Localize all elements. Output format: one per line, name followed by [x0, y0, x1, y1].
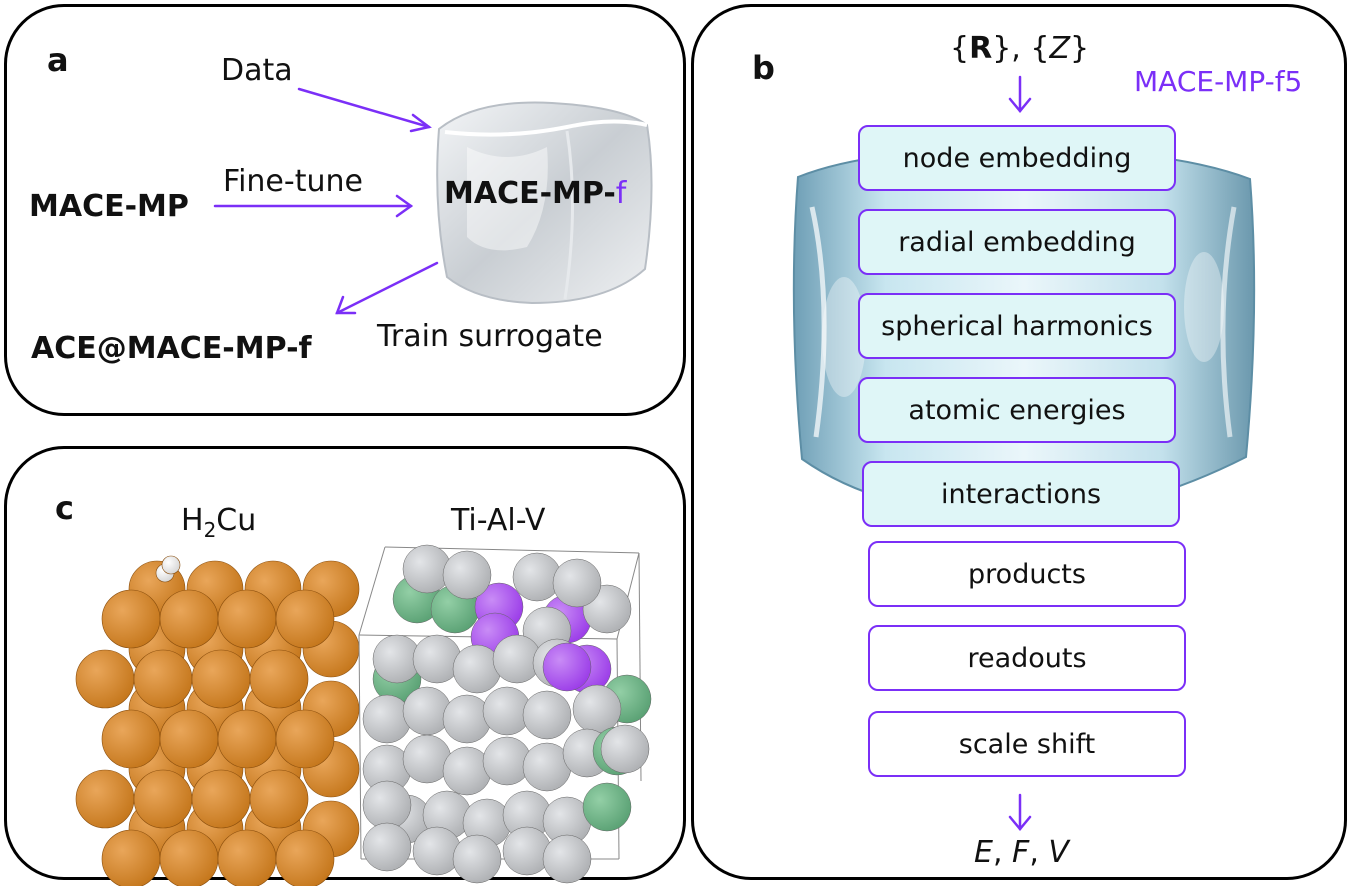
- target-model-label: MACE-MP-f: [444, 176, 626, 211]
- species-symbol: Z: [1049, 31, 1071, 66]
- al-atom: [552, 558, 602, 608]
- model-block-6: readouts: [868, 625, 1186, 691]
- system1-rest: Cu: [216, 503, 257, 538]
- panel-label-c: c: [55, 489, 74, 527]
- model-block-5: products: [868, 541, 1186, 607]
- model-block-2: spherical harmonics: [858, 293, 1176, 359]
- al-atom: [542, 834, 592, 884]
- model-block-label: interactions: [940, 478, 1102, 510]
- surrogate-label: Train surrogate: [377, 319, 603, 354]
- al-atom: [600, 724, 650, 774]
- forces-symbol: F: [1012, 835, 1030, 870]
- al-atom: [402, 686, 452, 736]
- model-block-4: interactions: [862, 461, 1180, 527]
- tialv-structure: [358, 544, 652, 884]
- model-block-1: radial embedding: [858, 209, 1176, 275]
- panel-b: b {R}, {Z} MACE-MP-f5 node embedding radi…: [691, 4, 1347, 880]
- system1-label: H2Cu: [181, 503, 256, 542]
- al-atom: [572, 684, 622, 734]
- model-block-label: readouts: [967, 642, 1087, 674]
- al-atom: [362, 694, 412, 744]
- model-block-label: radial embedding: [898, 226, 1136, 258]
- system1-h: H: [181, 503, 204, 538]
- cu-atom: [249, 649, 309, 709]
- data-label: Data: [221, 53, 293, 88]
- energy-symbol: E: [974, 835, 993, 870]
- ti-atom: [582, 782, 632, 832]
- h-atom: [161, 555, 181, 575]
- positions-symbol: R: [969, 31, 993, 66]
- system1-subscript: 2: [203, 518, 217, 542]
- ice-cube-icon: [436, 101, 653, 305]
- model-block-label: spherical harmonics: [881, 310, 1153, 342]
- virial-symbol: V: [1048, 835, 1069, 870]
- model-block-7: scale shift: [868, 711, 1186, 777]
- cu-atom: [275, 829, 335, 886]
- model-inputs: {R}, {Z}: [950, 31, 1089, 66]
- model-block-0: node embedding: [858, 125, 1176, 191]
- model-block-stack: node embedding radial embedding spherical …: [858, 7, 1188, 883]
- model-block-3: atomic energies: [858, 377, 1176, 443]
- al-atom: [522, 690, 572, 740]
- al-atom: [362, 822, 412, 872]
- input-brace-close: }: [1070, 31, 1090, 66]
- al-atom: [452, 834, 502, 884]
- target-model-suffix: f: [615, 176, 627, 211]
- output-separator: ,: [1029, 835, 1049, 870]
- surrogate-arrow: [335, 261, 439, 315]
- al-atom: [502, 826, 552, 876]
- panel-label-a: a: [47, 41, 69, 79]
- source-model-label: MACE-MP: [29, 189, 189, 224]
- al-atom: [412, 826, 462, 876]
- v-atom: [542, 642, 592, 692]
- al-atom: [362, 780, 412, 830]
- panel-a: a Data Fine-tune MACE-MP MACE-MP-f Train…: [4, 4, 686, 416]
- panel-b-arrows: [1008, 75, 1032, 831]
- cu-atom: [249, 769, 309, 829]
- input-separator: }, {: [992, 31, 1050, 66]
- panel-label-b: b: [752, 49, 775, 87]
- cu-atom: [275, 589, 335, 649]
- panel-a-arrows: [213, 87, 439, 315]
- finetune-label: Fine-tune: [223, 164, 363, 199]
- output-separator: ,: [992, 835, 1013, 870]
- input-brace: {: [950, 31, 970, 66]
- model-outputs: E, F, V: [974, 835, 1069, 870]
- system2-label: Ti-Al-V: [451, 503, 546, 538]
- model-block-label: scale shift: [958, 728, 1096, 760]
- panel-c: c H2Cu Ti-Al-V: [4, 446, 686, 886]
- al-atom: [442, 694, 492, 744]
- model-block-label: products: [968, 558, 1086, 590]
- al-atom: [442, 550, 492, 600]
- model-block-label: atomic energies: [908, 394, 1126, 426]
- cell-edge: [358, 634, 362, 860]
- model-block-label: node embedding: [902, 142, 1132, 174]
- target-model-prefix: MACE-MP-: [444, 176, 616, 211]
- model-name-label: MACE-MP-f5: [1134, 65, 1303, 98]
- cell-edge: [358, 546, 386, 636]
- cu-slab-structure: [75, 555, 360, 886]
- data-arrow: [297, 87, 431, 129]
- surrogate-model-label: ACE@MACE-MP-f: [31, 331, 312, 366]
- cu-atom: [275, 709, 335, 769]
